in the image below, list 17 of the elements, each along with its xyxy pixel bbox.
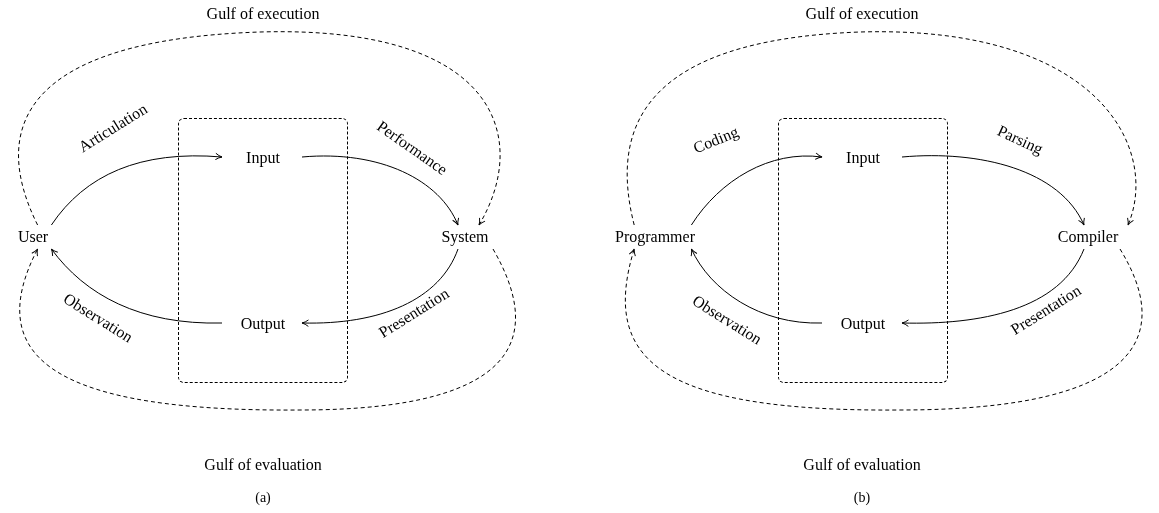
node-label: Compiler (1048, 225, 1128, 249)
edge-label: Gulf of execution (205, 4, 321, 24)
dashed-box (178, 118, 348, 383)
dashed-box (778, 118, 948, 383)
node-label: Output (823, 312, 903, 336)
node-label: Output (223, 312, 303, 336)
panel-label: (a) (255, 488, 271, 507)
node-label: User (10, 225, 56, 249)
node-label: System (430, 225, 500, 249)
node-label: Input (223, 146, 303, 170)
edge-label: Gulf of evaluation (203, 455, 323, 475)
panel-label: (b) (853, 488, 871, 507)
edge-label: Gulf of execution (804, 4, 920, 24)
node-label: Programmer (603, 225, 707, 249)
edge-label: Coding (689, 121, 742, 159)
edge-label: Gulf of evaluation (802, 455, 922, 475)
node-label: Input (823, 146, 903, 170)
